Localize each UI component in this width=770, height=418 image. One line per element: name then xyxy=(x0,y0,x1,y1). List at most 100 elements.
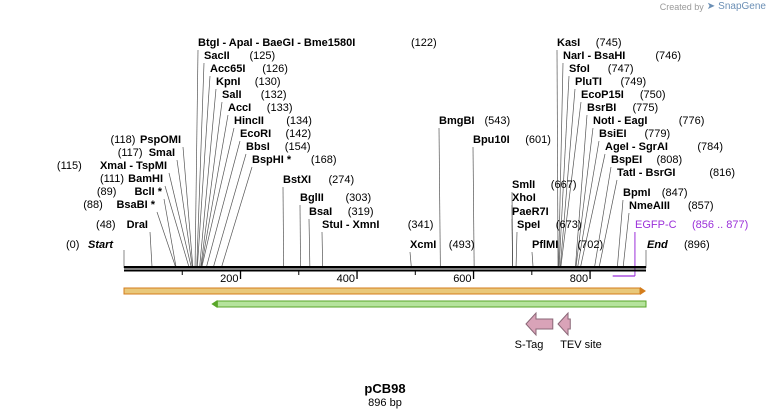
site-line-11 xyxy=(200,101,223,267)
site-line-39 xyxy=(599,179,618,267)
site-line-33 xyxy=(560,101,582,267)
site-position: (749) xyxy=(621,76,647,88)
site-position: (168) xyxy=(311,154,337,166)
site-name: BpmI xyxy=(623,187,651,199)
site-name: KasI xyxy=(557,37,580,49)
site-name: NarI - BsaHI xyxy=(563,50,625,62)
site-name: EcoP15I xyxy=(581,89,624,101)
site-line-37 xyxy=(580,153,606,267)
orf-reverse-arrowhead xyxy=(211,300,218,308)
site-line-2 xyxy=(163,198,177,267)
site-name: SfoI xyxy=(569,63,590,75)
site-name: BamHI xyxy=(128,173,163,185)
site-line-14 xyxy=(206,140,241,267)
site-line-22 xyxy=(438,127,441,267)
site-position: (775) xyxy=(633,102,659,114)
snapgene-credit: Created by ➤ SnapGene xyxy=(660,1,766,12)
site-name: BclI * xyxy=(134,186,162,198)
site-line-35 xyxy=(575,127,594,267)
site-name: BstXI xyxy=(283,174,311,186)
site-position: (816) xyxy=(709,167,735,179)
site-position: (857) xyxy=(688,200,714,212)
site-line-1 xyxy=(156,211,176,267)
site-position: (111) xyxy=(100,173,124,185)
site-position: (117) xyxy=(118,147,143,159)
site-name: BbsI xyxy=(246,141,270,153)
site-position: (274) xyxy=(329,174,355,186)
site-position: (88) xyxy=(83,199,103,211)
site-position: (115) xyxy=(57,160,82,172)
plasmid-name: pCB98 xyxy=(364,381,406,396)
plasmid-size: 896 bp xyxy=(368,397,402,409)
site-line-13 xyxy=(201,127,235,267)
site-name: BspHI * xyxy=(252,154,292,166)
site-name: BmgBI xyxy=(439,115,474,127)
site-name: BsaBI * xyxy=(116,199,155,211)
site-name: HincII xyxy=(234,115,264,127)
site-name: BsrBI xyxy=(587,102,616,114)
site-position: (745) xyxy=(596,37,622,49)
site-name: PspOMI xyxy=(140,134,181,146)
site-position: (808) xyxy=(657,154,683,166)
site-line-3 xyxy=(164,185,190,267)
orf-reverse xyxy=(216,300,647,308)
site-position: (142) xyxy=(286,128,312,140)
site-position: (125) xyxy=(250,50,276,62)
site-line-18 xyxy=(299,204,301,267)
site-position: (601) xyxy=(525,134,551,146)
orf-forward-arrowhead xyxy=(640,287,646,295)
site-line-8 xyxy=(196,62,205,267)
credit-prefix: Created by xyxy=(659,1,704,12)
site-position: (132) xyxy=(261,89,287,101)
feature-label: TEV site xyxy=(560,339,602,351)
site-position: (133) xyxy=(267,102,293,114)
site-line-28 xyxy=(531,251,534,267)
site-name: KpnI xyxy=(216,76,240,88)
site-line-5 xyxy=(176,159,193,267)
site-position: (89) xyxy=(97,186,117,198)
site-position: (784) xyxy=(697,141,723,153)
site-position: (319) xyxy=(348,206,374,218)
ruler-label: 600 xyxy=(453,273,471,285)
site-position: (702) xyxy=(578,239,604,251)
dna-strand-bottom xyxy=(124,269,646,272)
site-position: (776) xyxy=(679,115,705,127)
site-line-15 xyxy=(213,153,247,267)
site-position: (750) xyxy=(640,89,666,101)
site-line-4 xyxy=(168,172,192,267)
site-name: PaeR7I xyxy=(512,206,549,218)
end-label: End xyxy=(647,239,668,251)
site-name: SalI xyxy=(222,89,242,101)
site-line-23 xyxy=(472,146,475,267)
ruler-label: 800 xyxy=(570,273,588,285)
site-line-32 xyxy=(560,88,576,267)
site-position: (126) xyxy=(262,63,288,75)
site-line-10 xyxy=(199,88,217,267)
site-line-34 xyxy=(575,114,588,267)
site-name: BspEI xyxy=(611,154,642,166)
site-line-7 xyxy=(194,49,199,267)
site-position: (118) xyxy=(111,134,136,146)
site-name: Acc65I xyxy=(210,63,245,75)
site-line-41 xyxy=(622,212,630,267)
site-name: AgeI - SgrAI xyxy=(605,141,668,153)
ruler-label: 400 xyxy=(337,273,355,285)
site-position: (134) xyxy=(286,115,312,127)
site-line-6 xyxy=(182,146,194,267)
site-name: PluTI xyxy=(575,76,602,88)
site-name: NotI - EagI xyxy=(593,115,647,127)
site-line-29 xyxy=(556,49,559,267)
site-name: BsiEI xyxy=(599,128,627,140)
site-lines xyxy=(149,49,630,267)
site-name: SmaI xyxy=(149,147,175,159)
site-line-12 xyxy=(201,114,229,267)
site-position: (154) xyxy=(285,141,311,153)
site-line-17 xyxy=(282,186,284,267)
site-name: EcoRI xyxy=(240,128,271,140)
site-name: SacII xyxy=(204,50,230,62)
site-line-0 xyxy=(149,231,153,267)
feature-arrow-s-tag xyxy=(525,311,554,337)
site-position: (130) xyxy=(255,76,281,88)
start-position: (0) xyxy=(66,239,79,251)
